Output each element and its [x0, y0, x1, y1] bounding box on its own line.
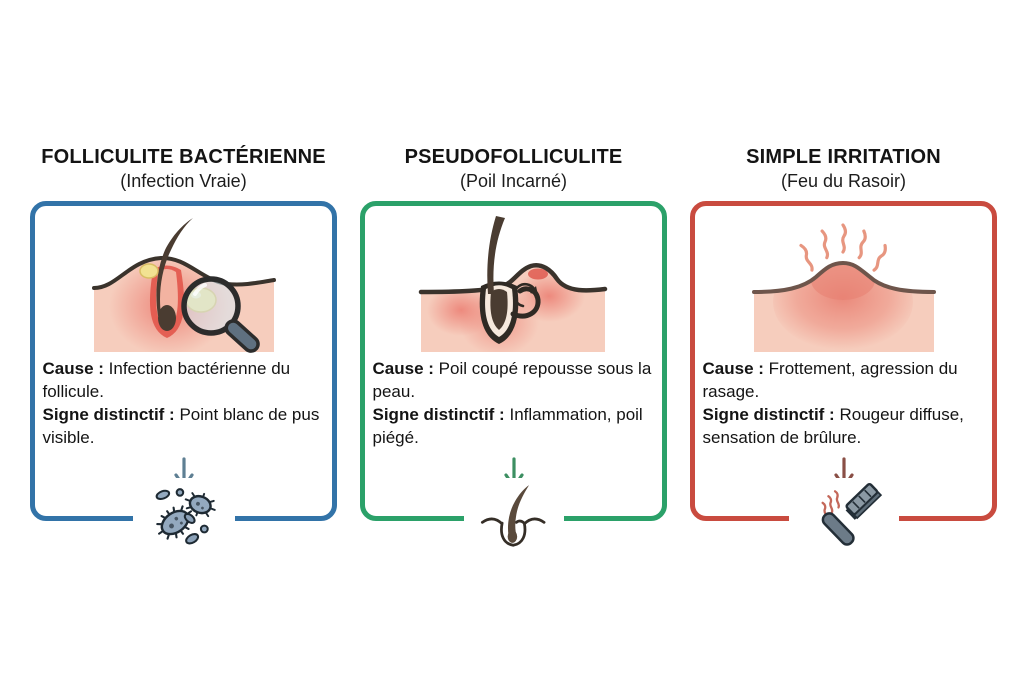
red-irritation-illustration [751, 223, 936, 352]
cause-text: Poil coupé repousse sous la peau. [372, 358, 652, 401]
panel-subtitle: (Poil Incarné) [459, 171, 568, 191]
sign-text: Inflammation, poil piégé. [372, 404, 643, 447]
panel-simple-irritation: SIMPLE IRRITATION (Feu du Rasoir) [690, 146, 997, 554]
inflamed-follicle-illustration [91, 217, 276, 353]
cause-label: Cause : [372, 358, 434, 378]
cause-text: Infection bactérienne du follicule. [42, 358, 291, 401]
panel-header: PSEUDOFOLLICULITE (Poil Incarné) [360, 146, 667, 192]
cause-label: Cause : [702, 358, 764, 378]
panel-folliculite-bacterienne: FOLLICULITE BACTÉRIENNE (Infection Vraie… [30, 146, 337, 554]
heat-waves [798, 223, 887, 272]
panel-body-text: Cause : Poil coupé repousse sous la peau… [373, 358, 655, 450]
panel-card: Cause : Infection bactérienne du follicu… [30, 200, 337, 554]
sign-label: Signe distinctif : [372, 404, 505, 424]
panel-header: SIMPLE IRRITATION (Feu du Rasoir) [690, 146, 997, 192]
sign-label: Signe distinctif : [42, 404, 175, 424]
panel-title: FOLLICULITE BACTÉRIENNE [41, 146, 326, 168]
panel-title: SIMPLE IRRITATION [746, 146, 941, 168]
panel-title: PSEUDOFOLLICULITE [404, 146, 623, 168]
panel-card: Cause : Poil coupé repousse sous la peau… [360, 200, 667, 554]
sign-text: Point blanc de pus visible. [42, 404, 320, 447]
cause-label: Cause : [42, 358, 104, 378]
panel-body-text: Cause : Infection bactérienne du follicu… [43, 358, 325, 450]
panel-card: Cause : Frottement, agression du rasage.… [690, 200, 997, 554]
panel-header: FOLLICULITE BACTÉRIENNE (Infection Vraie… [30, 146, 337, 192]
ingrown-hair-illustration [418, 215, 607, 352]
panel-subtitle: (Feu du Rasoir) [780, 171, 907, 191]
hair-follicle-icon [463, 477, 564, 554]
sign-text: Rougeur diffuse, sensation de brûlure. [702, 404, 964, 447]
panel-pseudofolliculite: PSEUDOFOLLICULITE (Poil Incarné) [360, 146, 667, 554]
panel-subtitle: (Infection Vraie) [120, 171, 247, 191]
panel-body-text: Cause : Frottement, agression du rasage.… [703, 358, 985, 450]
cause-text: Frottement, agression du rasage. [702, 358, 958, 401]
sign-label: Signe distinctif : [702, 404, 835, 424]
razor-icon [788, 477, 899, 554]
bacteria-icon [132, 477, 235, 554]
magnifier-icon [180, 275, 260, 353]
